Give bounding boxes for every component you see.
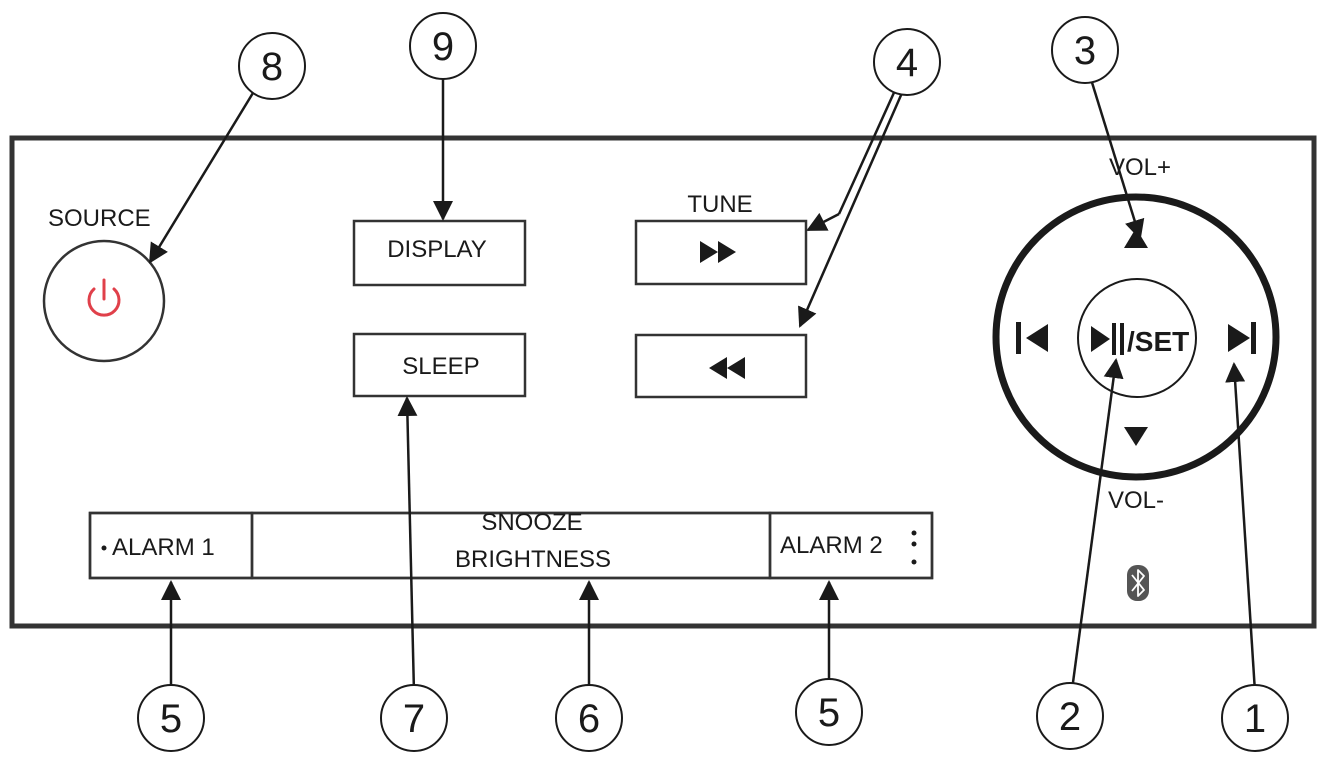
tune-label: TUNE [687,191,752,218]
triangle-down-icon[interactable] [1124,427,1148,446]
callout-1: 1 [1221,684,1289,752]
arrow-4b [798,85,907,328]
bluetooth-icon [1127,565,1149,601]
callout-3: 3 [1051,16,1119,84]
callout-4: 4 [873,28,941,96]
callout-arrows [148,72,1257,694]
callout-9: 9 [409,12,477,80]
callout-5-left: 5 [137,684,205,752]
svg-text:2: 2 [1059,695,1081,739]
arrow-4a [837,85,899,215]
alarm2-label: ALARM 2 [780,532,883,559]
svg-text:9: 9 [432,25,454,69]
tune-rewind-button[interactable] [634,333,808,399]
svg-text:3: 3 [1074,29,1096,73]
rewind-icon [709,357,745,379]
display-button-label: DISPLAY [387,236,487,263]
svg-text:4: 4 [896,41,918,85]
alarm1-label: ALARM 1 [112,534,215,561]
callout-8: 8 [238,32,306,100]
callout-5-right: 5 [795,678,863,746]
callout-2: 2 [1036,682,1104,750]
alarm2-button[interactable]: ALARM 2 [768,511,934,580]
skip-next-icon[interactable] [1228,322,1256,354]
svg-text:5: 5 [160,697,182,741]
source-power-button[interactable] [42,239,166,363]
svg-text:6: 6 [578,697,600,741]
arrow-1 [1225,362,1257,693]
play-pause-icon [1091,323,1124,355]
vol-down-label: VOL- [1108,487,1164,514]
svg-text:1: 1 [1244,697,1266,741]
power-icon [87,278,121,317]
play-pause-set-button[interactable]: /SET [1077,278,1197,398]
svg-text:5: 5 [818,691,840,735]
play-set-label: /SET [1127,326,1189,357]
callout-6: 6 [555,684,623,752]
sleep-button-label: SLEEP [402,353,479,380]
arrow-3 [1088,75,1145,240]
callout-7: 7 [380,684,448,752]
skip-previous-icon[interactable] [1016,322,1048,354]
arrow-2 [1070,358,1124,691]
display-button[interactable]: DISPLAY [352,219,527,287]
sleep-button[interactable]: SLEEP [352,332,527,398]
snooze-label: SNOOZE [481,509,582,536]
brightness-label: BRIGHTNESS [455,546,611,573]
alarm1-button[interactable]: ALARM 1 [88,511,254,580]
arrow-7 [397,396,418,694]
source-label: SOURCE [48,205,151,232]
fast-forward-icon [700,241,736,263]
arrow-4a-head [806,212,840,232]
tune-forward-button[interactable] [634,219,808,286]
svg-text:8: 8 [261,45,283,89]
arrow-8 [148,87,258,264]
svg-text:7: 7 [403,697,425,741]
